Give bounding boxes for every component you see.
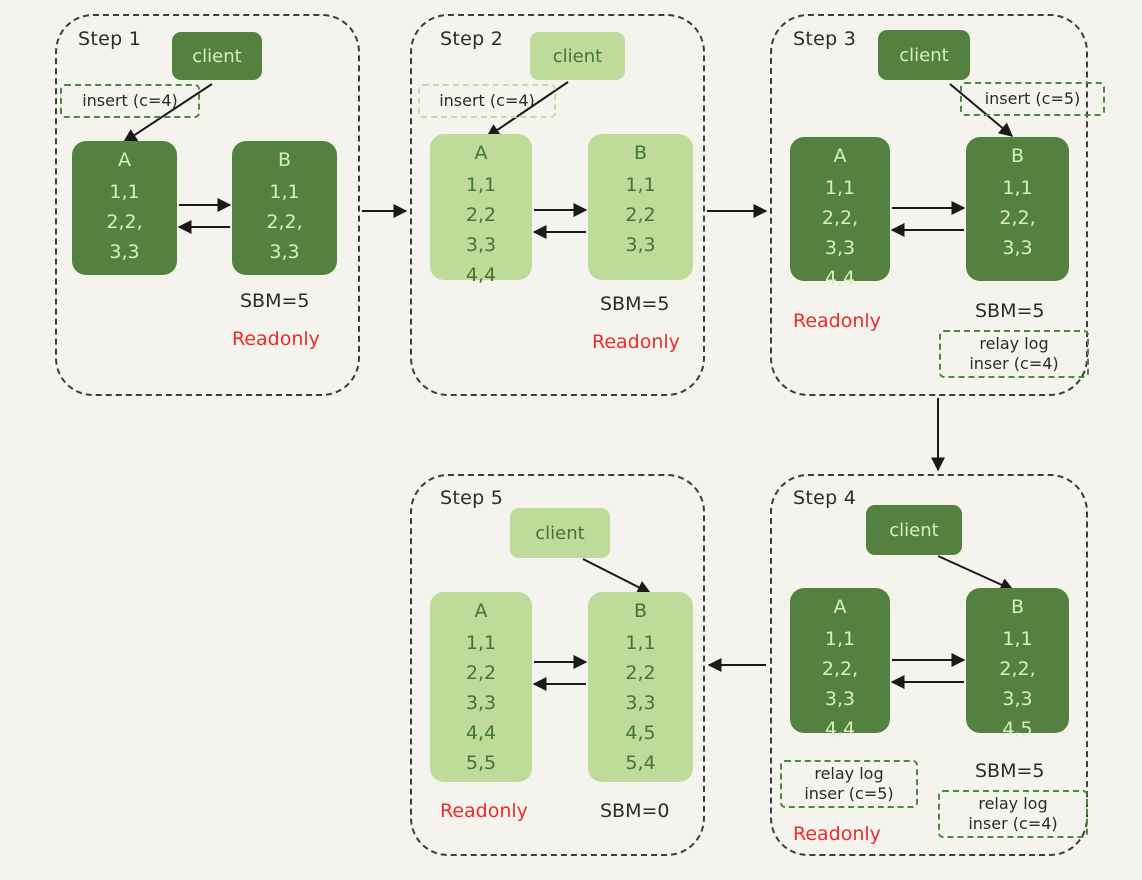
node-row: 5,4 [625, 752, 656, 774]
node-row: 3,3 [824, 237, 856, 259]
sbm-label-step3: SBM=5 [975, 300, 1045, 322]
panel-step2 [410, 14, 705, 396]
node-label: B [1010, 596, 1025, 618]
node-row: 2,2 [625, 662, 656, 684]
node-row: 1,1 [269, 181, 300, 203]
tag-top-step3: insert (c=5) [960, 82, 1105, 116]
panel-title-step2: Step 2 [440, 28, 504, 50]
node-row: 3,3 [625, 234, 656, 256]
node-label: A [118, 149, 131, 171]
node-row: 3,3 [465, 692, 497, 714]
node-row: 4,4 [824, 267, 856, 289]
node-row: 2,2, [821, 207, 859, 229]
panel-title-step5: Step 5 [440, 487, 504, 509]
sbm-label-step5: SBM=0 [600, 800, 670, 822]
node-row: 2,2, [106, 211, 143, 233]
tag-line: relay log [814, 764, 884, 783]
node-label: B [633, 600, 648, 622]
node-row: 4,4 [824, 718, 856, 740]
node-b-step3: B 1,1 2,2, 3,3 [966, 137, 1069, 281]
node-row: 2,2 [465, 204, 497, 226]
sbm-label-step1: SBM=5 [240, 290, 310, 312]
node-b-step4: B 1,1 2,2, 3,3 4,5 [966, 588, 1069, 739]
tag-line: insert (c=4) [82, 91, 178, 110]
panel-step1 [55, 14, 360, 396]
client-box-step3[interactable]: client [878, 30, 970, 80]
readonly-badge-step4: Readonly [793, 823, 881, 845]
node-row: 5,5 [465, 752, 497, 774]
node-row: 4,5 [1002, 718, 1033, 740]
node-row: 1,1 [465, 174, 497, 196]
node-b-step1: B 1,1 2,2, 3,3 [232, 141, 337, 275]
node-row: 2,2, [999, 207, 1036, 229]
tag-line: inser (c=5) [804, 784, 894, 803]
node-row: 1,1 [1002, 628, 1033, 650]
node-row: 3,3 [269, 241, 300, 263]
tag-line: inser (c=4) [968, 814, 1058, 833]
panel-title-step1: Step 1 [78, 28, 142, 50]
node-row: 3,3 [824, 688, 856, 710]
node-row: 1,1 [625, 632, 656, 654]
node-row: 1,1 [824, 628, 856, 650]
node-label: A [833, 145, 847, 167]
tag-line: relay log [979, 334, 1049, 353]
node-row: 1,1 [1002, 177, 1033, 199]
panel-title-step4: Step 4 [793, 487, 857, 509]
readonly-badge-step2: Readonly [592, 331, 680, 353]
node-label: A [474, 600, 488, 622]
node-row: 2,2, [821, 658, 859, 680]
client-box-step1[interactable]: client [172, 32, 262, 80]
node-label: A [474, 142, 488, 164]
node-row: 1,1 [465, 632, 497, 654]
node-row: 4,5 [625, 722, 656, 744]
readonly-badge-step5: Readonly [440, 800, 528, 822]
node-row: 4,4 [465, 264, 497, 286]
client-box-step4[interactable]: client [866, 505, 962, 555]
node-row: 3,3 [1002, 688, 1033, 710]
tag-line: insert (c=4) [439, 91, 535, 110]
node-b-step2: B 1,1 2,2 3,3 [588, 134, 693, 280]
node-a-step1: A 1,1 2,2, 3,3 [72, 141, 177, 275]
node-a-step5: A 1,1 2,2 3,3 4,4 5,5 [430, 592, 532, 782]
node-a-step4: A 1,1 2,2, 3,3 4,4 [790, 588, 890, 739]
node-row: 2,2, [266, 211, 303, 233]
node-row: 3,3 [625, 692, 656, 714]
client-box-step2[interactable]: client [530, 32, 625, 80]
panel-step3 [770, 14, 1088, 396]
node-row: 1,1 [109, 181, 140, 203]
tag-top-step1: insert (c=4) [60, 84, 200, 118]
node-label: B [277, 149, 292, 171]
readonly-badge-step3: Readonly [793, 310, 881, 332]
tag-line: inser (c=4) [969, 354, 1059, 373]
node-row: 2,2 [465, 662, 497, 684]
node-label: A [833, 596, 847, 618]
node-row: 2,2 [625, 204, 656, 226]
panel-title-step3: Step 3 [793, 28, 857, 50]
node-a-step3: A 1,1 2,2, 3,3 4,4 [790, 137, 890, 288]
node-a-step2: A 1,1 2,2 3,3 4,4 [430, 134, 532, 285]
node-b-step5: B 1,1 2,2 3,3 4,5 5,4 [588, 592, 693, 782]
client-box-step5[interactable]: client [510, 508, 610, 558]
sbm-label-step2: SBM=5 [600, 293, 670, 315]
node-row: 1,1 [824, 177, 856, 199]
tag-line: relay log [978, 794, 1048, 813]
node-label: B [1010, 145, 1025, 167]
node-row: 2,2, [999, 658, 1036, 680]
readonly-badge-step1: Readonly [232, 328, 320, 350]
panel-step4 [770, 474, 1088, 856]
tag-line: insert (c=5) [984, 89, 1081, 108]
node-row: 3,3 [1002, 237, 1033, 259]
sbm-label-step4: SBM=5 [975, 760, 1045, 782]
node-row: 4,4 [465, 722, 497, 744]
node-label: B [633, 142, 648, 164]
node-row: 1,1 [625, 174, 656, 196]
node-row: 3,3 [465, 234, 497, 256]
panel-step5 [410, 474, 705, 856]
tag-top-step2: insert (c=4) [418, 84, 556, 118]
node-row: 3,3 [109, 241, 140, 263]
